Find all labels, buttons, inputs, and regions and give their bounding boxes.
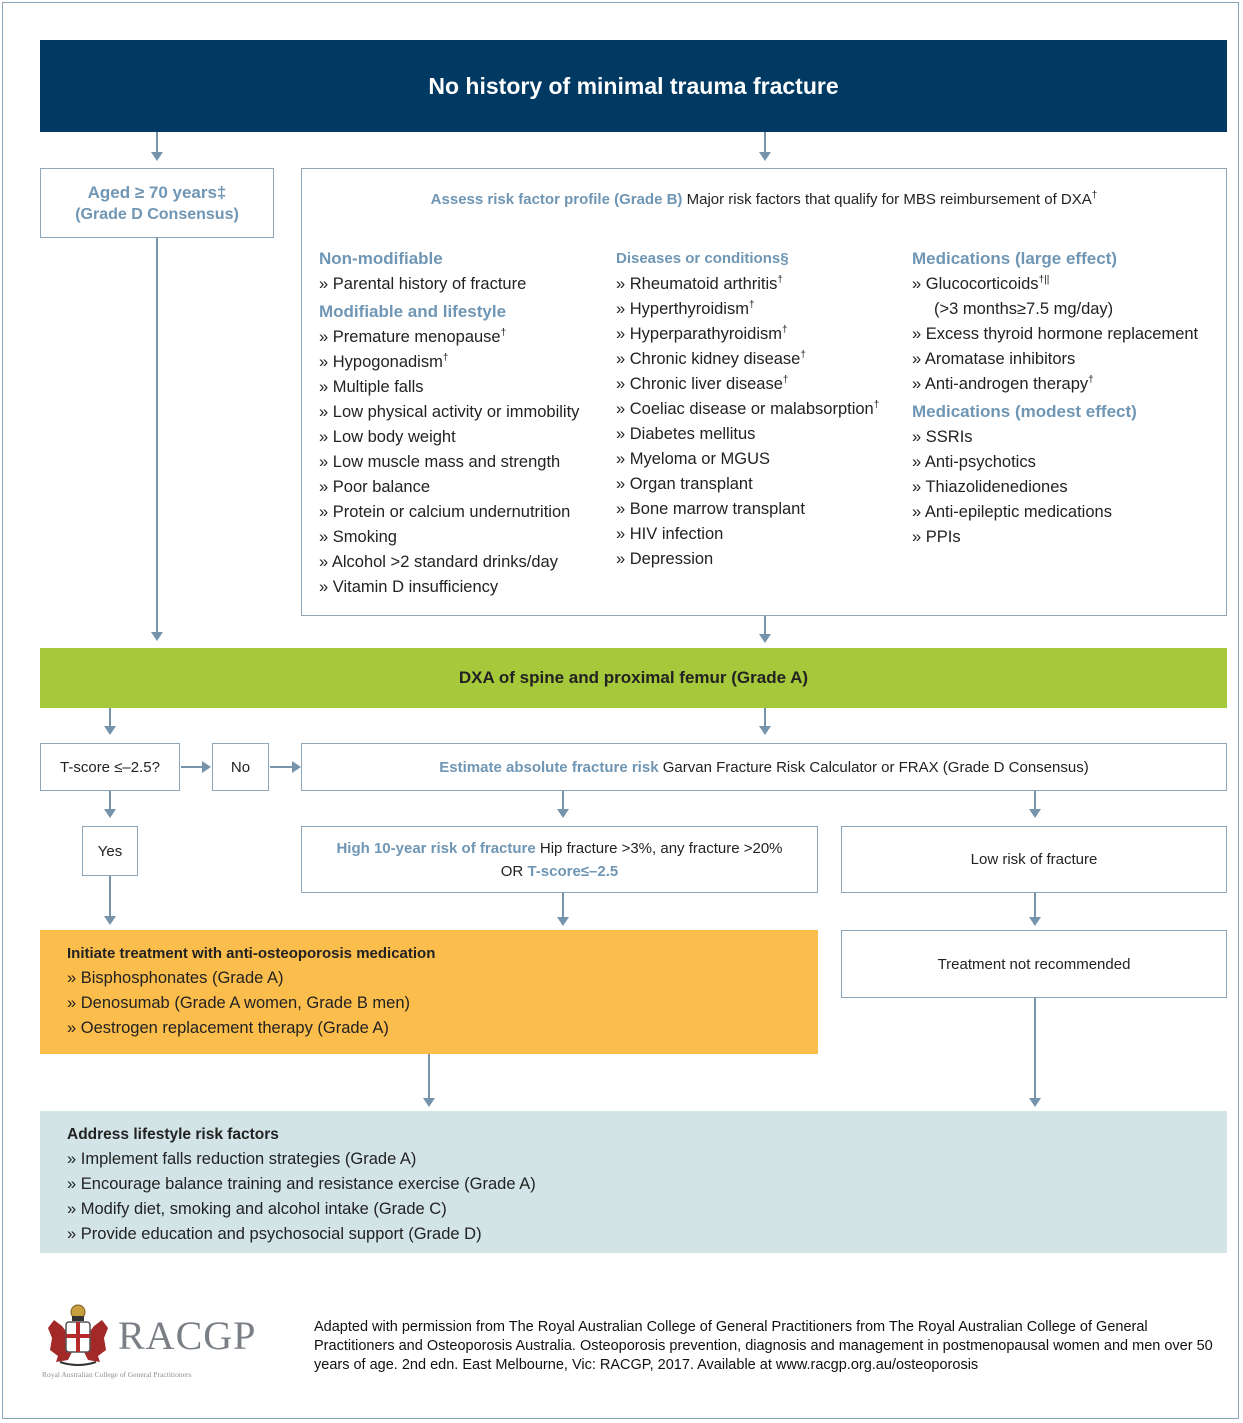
treatment-item: Oestrogen replacement therapy (Grade A) <box>67 1016 818 1041</box>
assess-subtitle: Major risk factors that qualify for MBS … <box>686 191 1092 208</box>
lifestyle-item: Modify diet, smoking and alcohol intake … <box>67 1197 1227 1222</box>
assess-subtitle-mark: † <box>1091 190 1098 201</box>
risk-item: Chronic kidney disease† <box>616 347 879 372</box>
high-risk-box: High 10-year risk of fracture Hip fractu… <box>301 826 818 893</box>
lifestyle-box: Address lifestyle risk factors Implement… <box>40 1111 1227 1253</box>
risk-item: Thiazolidenediones <box>912 475 1198 500</box>
col1-heading-modifiable: Modifiable and lifestyle <box>319 302 507 321</box>
risk-item: Aromatase inhibitors <box>912 347 1198 372</box>
estimate-box: Estimate absolute fracture risk Garvan F… <box>301 743 1227 791</box>
treatment-title: Initiate treatment with anti-osteoporosi… <box>67 945 436 962</box>
col1-list-modifiable: Premature menopause† Hypogonadism† Multi… <box>319 325 580 600</box>
risk-item: Hypogonadism† <box>319 350 579 375</box>
treatment-list: Bisphosphonates (Grade A) Denosumab (Gra… <box>67 966 818 1041</box>
risk-item: Alcohol >2 standard drinks/day <box>319 550 579 575</box>
not-recommended-text: Treatment not recommended <box>937 955 1131 973</box>
risk-item: Glucocorticoids†|| <box>912 272 1198 297</box>
no-text: No <box>230 758 251 776</box>
risk-item: Parental history of fracture <box>319 272 579 297</box>
logo-wordmark: RACGP <box>118 1313 257 1358</box>
top-banner-text: No history of minimal trauma fracture <box>428 72 839 99</box>
col3-heading-large: Medications (large effect) <box>912 249 1117 268</box>
aged-line1: Aged ≥ 70 years‡ <box>87 182 227 202</box>
assess-box: Assess risk factor profile (Grade B) Maj… <box>301 168 1227 616</box>
risk-item: Depression <box>616 547 879 572</box>
risk-item: Smoking <box>319 525 579 550</box>
high-risk-title: High 10-year risk of fracture <box>336 839 536 857</box>
dxa-bar: DXA of spine and proximal femur (Grade A… <box>40 648 1227 708</box>
lifestyle-list: Implement falls reduction strategies (Gr… <box>67 1147 1227 1247</box>
risk-item: Bone marrow transplant <box>616 497 879 522</box>
risk-item: Low muscle mass and strength <box>319 450 579 475</box>
lifestyle-item: Provide education and psychosocial suppo… <box>67 1222 1227 1247</box>
tscore-question-box: T-score ≤–2.5? <box>40 743 180 791</box>
risk-item: Coeliac disease or malabsorption† <box>616 397 880 422</box>
assess-heading: Assess risk factor profile (Grade B) Maj… <box>302 190 1226 209</box>
risk-item: HIV infection <box>616 522 879 547</box>
risk-item-detail: (>3 months≥7.5 mg/day) <box>934 300 1114 318</box>
estimate-detail: Garvan Fracture Risk Calculator or FRAX … <box>662 758 1089 776</box>
top-banner: No history of minimal trauma fracture <box>40 40 1227 132</box>
lifestyle-item: Implement falls reduction strategies (Gr… <box>67 1147 1227 1172</box>
yes-text: Yes <box>97 842 123 860</box>
low-risk-box: Low risk of fracture <box>841 826 1227 893</box>
risk-column-medications: Medications (large effect) Glucocorticoi… <box>912 246 1198 550</box>
risk-item: Low body weight <box>319 425 579 450</box>
risk-column-nonmodifiable: Non-modifiable Parental history of fract… <box>319 246 579 600</box>
risk-item: SSRIs <box>912 425 1198 450</box>
high-risk-detail: Hip fracture >3%, any fracture >20% <box>539 839 783 857</box>
no-box: No <box>212 743 269 791</box>
risk-item: Hyperthyroidism† <box>616 297 879 322</box>
col3-list-modest: SSRIs Anti-psychotics Thiazolidenediones… <box>912 425 1198 550</box>
risk-item: Rheumatoid arthritis† <box>616 272 879 297</box>
col2-heading: Diseases or conditions§ <box>616 250 789 267</box>
col2-list: Rheumatoid arthritis† Hyperthyroidism† H… <box>616 272 880 572</box>
col3-heading-modest: Medications (modest effect) <box>912 402 1137 421</box>
col1-heading-nonmodifiable: Non-modifiable <box>319 249 443 268</box>
dxa-text: DXA of spine and proximal femur (Grade A… <box>458 668 809 687</box>
risk-item: Vitamin D insufficiency <box>319 575 579 600</box>
risk-item: Anti-epileptic medications <box>912 500 1198 525</box>
risk-item: Diabetes mellitus <box>616 422 879 447</box>
not-recommended-box: Treatment not recommended <box>841 930 1227 998</box>
aged-line2: (Grade D Consensus) <box>75 205 239 223</box>
risk-item: Chronic liver disease† <box>616 372 879 397</box>
racgp-logo: RACGP Royal Australian College of Genera… <box>42 1298 282 1379</box>
col1-list-nonmodifiable: Parental history of fracture <box>319 272 579 297</box>
risk-item: Anti-psychotics <box>912 450 1198 475</box>
tscore-question-text: T-score ≤–2.5? <box>60 758 160 776</box>
high-risk-tscore: T-score≤–2.5 <box>527 862 619 880</box>
treatment-item: Bisphosphonates (Grade A) <box>67 966 818 991</box>
risk-item: Hyperparathyroidism† <box>616 322 879 347</box>
risk-item: Organ transplant <box>616 472 879 497</box>
yes-box: Yes <box>82 826 138 876</box>
aged-box: Aged ≥ 70 years‡ (Grade D Consensus) <box>40 168 274 238</box>
citation-text: Adapted with permission from The Royal A… <box>314 1319 1213 1373</box>
coat-of-arms-icon <box>48 1304 108 1366</box>
risk-item: Low physical activity or immobility <box>319 400 580 425</box>
low-risk-text: Low risk of fracture <box>970 851 1098 868</box>
risk-item: Excess thyroid hormone replacement <box>912 322 1198 347</box>
risk-item: Myeloma or MGUS <box>616 447 879 472</box>
risk-item: Poor balance <box>319 475 579 500</box>
risk-item: Premature menopause† <box>319 325 579 350</box>
treatment-box: Initiate treatment with anti-osteoporosi… <box>40 930 818 1054</box>
estimate-title: Estimate absolute fracture risk <box>439 758 659 776</box>
risk-item: PPIs <box>912 525 1198 550</box>
lifestyle-title: Address lifestyle risk factors <box>67 1126 279 1143</box>
risk-item: Protein or calcium undernutrition <box>319 500 579 525</box>
treatment-item: Denosumab (Grade A women, Grade B men) <box>67 991 818 1016</box>
lifestyle-item: Encourage balance training and resistanc… <box>67 1172 1227 1197</box>
col3-list-large: Glucocorticoids†|| (>3 months≥7.5 mg/day… <box>912 272 1198 397</box>
high-risk-or: OR <box>500 862 524 880</box>
assess-title: Assess risk factor profile (Grade B) <box>430 191 683 208</box>
risk-item: Multiple falls <box>319 375 579 400</box>
risk-column-diseases: Diseases or conditions§ Rheumatoid arthr… <box>616 246 879 572</box>
logo-tagline: Royal Australian College of General Prac… <box>42 1370 192 1379</box>
risk-item: Anti-androgen therapy† <box>912 372 1198 397</box>
